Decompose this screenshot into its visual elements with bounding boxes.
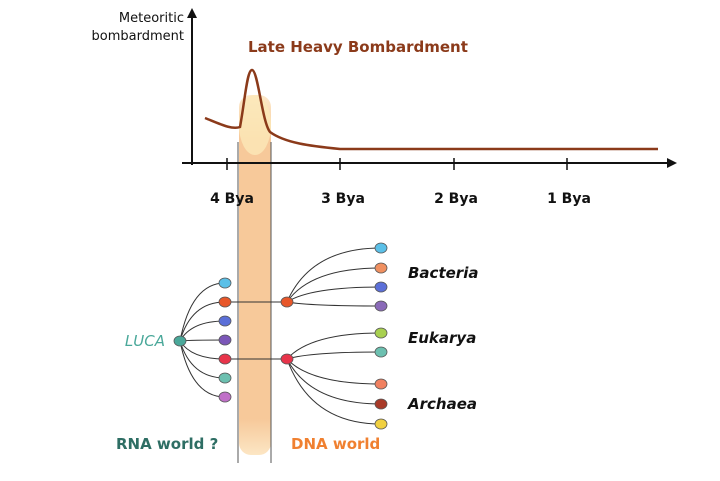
- luca-branch: [179, 339, 226, 342]
- bacteria-node: [374, 242, 388, 254]
- tree-nodes: [173, 242, 388, 430]
- eukarya-node: [374, 346, 388, 358]
- luca-child-node: [218, 353, 232, 365]
- tick-label-2bya: 2 Bya: [434, 191, 478, 207]
- y-axis-label-line1: Meteoritic: [119, 11, 184, 26]
- luca-branch: [179, 340, 226, 379]
- dna-world-label: DNA world: [291, 435, 380, 453]
- tick-label-4bya: 4 Bya: [210, 191, 254, 207]
- lhb-time-band: [239, 95, 271, 455]
- bacteria-node: [374, 300, 388, 312]
- archaea-label: Archaea: [407, 395, 477, 413]
- luca-branch: [179, 340, 226, 398]
- archaea-node: [374, 378, 388, 390]
- tick-label-1bya: 1 Bya: [547, 191, 591, 207]
- luca-child-node: [218, 334, 232, 346]
- luca-node: [173, 335, 187, 347]
- luca-label: LUCA: [125, 332, 165, 350]
- luca-child-node: [218, 296, 232, 308]
- archaea-branch: [286, 358, 382, 385]
- rna-world-label: RNA world ?: [116, 435, 218, 453]
- archaea-branch: [286, 358, 382, 425]
- bacteria-branch: [286, 301, 382, 307]
- bacteria-branch: [286, 267, 382, 303]
- luca-child-node: [218, 391, 232, 403]
- archaea-node: [374, 398, 388, 410]
- archaea-node: [374, 418, 388, 430]
- eukarya-node: [374, 327, 388, 339]
- luca-child-node: [218, 277, 232, 289]
- bacteria-root-node: [280, 296, 294, 308]
- bacteria-node: [374, 281, 388, 293]
- luca-child-node: [218, 372, 232, 384]
- bombardment-curve: [204, 68, 658, 151]
- bacteria-branch: [286, 286, 382, 303]
- diagram-title: Late Heavy Bombardment: [248, 38, 468, 56]
- bacteria-branch: [286, 247, 382, 303]
- tree-branches: [179, 247, 382, 425]
- eukarya-label: Eukarya: [408, 329, 476, 347]
- bacteria-node: [374, 262, 388, 274]
- archaea-root-node: [280, 353, 294, 365]
- eukarya-branch: [286, 332, 382, 360]
- y-axis-label-line2: bombardment: [92, 29, 184, 44]
- tick-label-3bya: 3 Bya: [321, 191, 365, 207]
- luca-branch: [179, 282, 226, 342]
- bacteria-label: Bacteria: [408, 264, 478, 282]
- archaea-branch: [286, 358, 382, 405]
- luca-child-node: [218, 315, 232, 327]
- eukarya-branch: [286, 351, 382, 360]
